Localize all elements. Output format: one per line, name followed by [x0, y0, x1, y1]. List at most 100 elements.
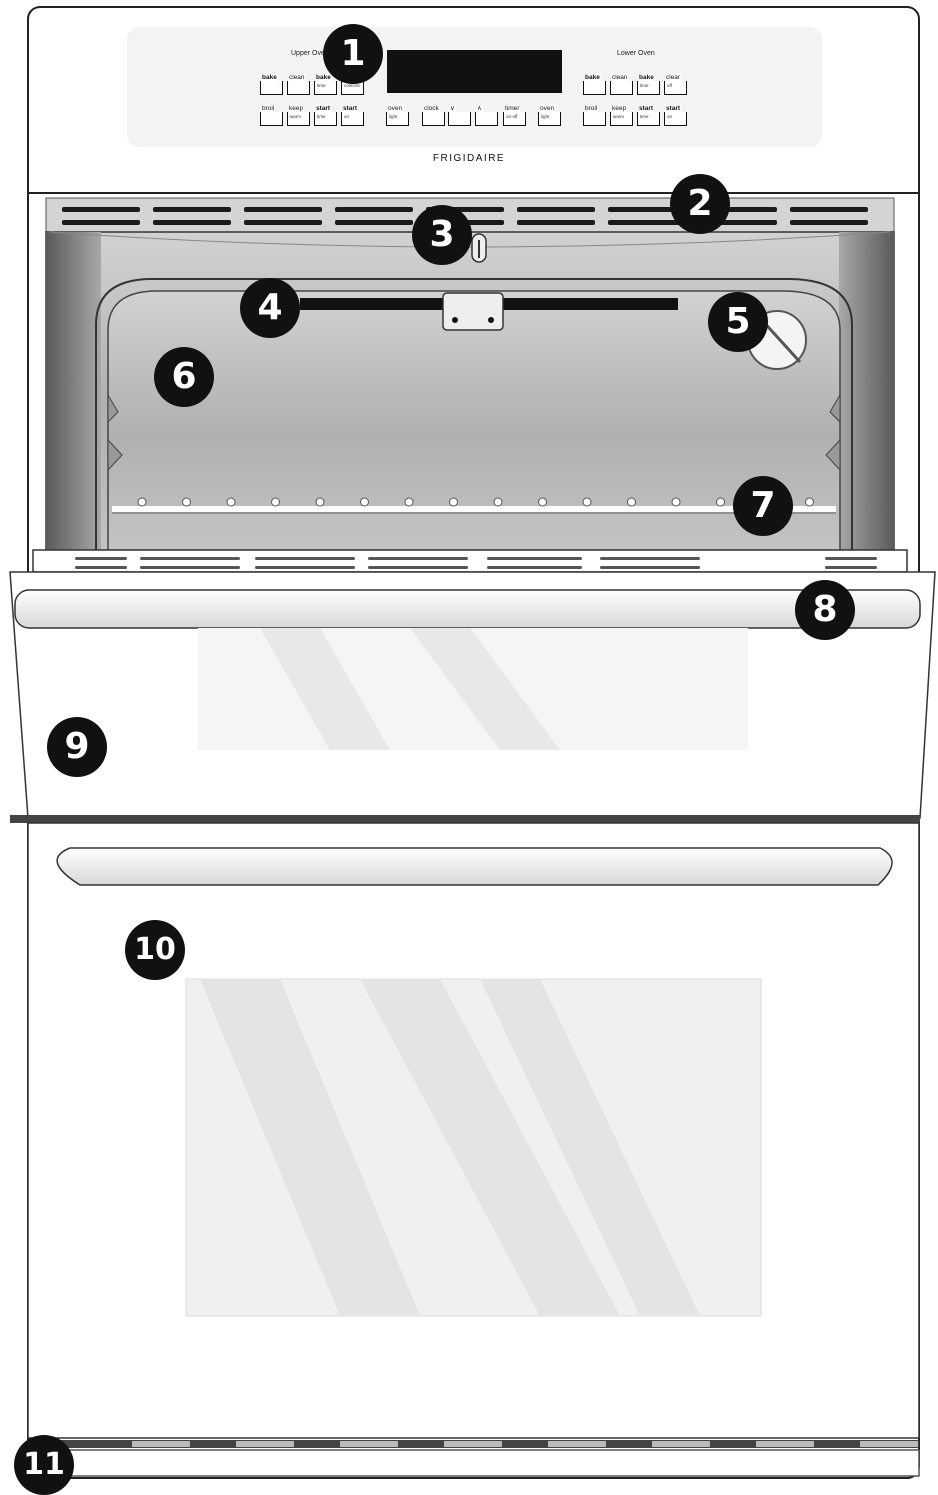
vent-slot: [517, 207, 595, 212]
element-bracket: [443, 293, 503, 330]
vent-slot: [244, 220, 322, 225]
door-vent-slot: [75, 566, 127, 569]
door-vent-slot: [255, 557, 355, 560]
button-label: ∧: [477, 105, 483, 112]
door-vent-slot: [368, 557, 468, 560]
callout-4: 4: [240, 278, 300, 338]
rack-dot: [494, 498, 502, 506]
rack-dot: [316, 498, 324, 506]
callout-7: 7: [733, 476, 793, 536]
button-label: start: [316, 105, 331, 112]
callout-3: 3: [412, 205, 472, 265]
door-vent-slot: [140, 566, 240, 569]
button-sublabel: on-off: [506, 114, 517, 119]
door-vent-slot: [368, 566, 468, 569]
door-vent-slot: [600, 557, 700, 560]
rack-dot: [583, 498, 591, 506]
rack-dot: [806, 498, 814, 506]
door-vent-slot: [140, 557, 240, 560]
callout-11: 11: [14, 1435, 74, 1495]
brand-logo: FRIGIDAIRE: [0, 153, 938, 164]
button-label: clean: [612, 74, 629, 81]
button-label: start: [666, 105, 681, 112]
button-label: bake: [262, 74, 278, 81]
upper-door-handle: [15, 590, 920, 628]
bottom-trim: [28, 1450, 919, 1476]
center-buttons-3[interactable]: ∧: [475, 112, 498, 126]
button-label: clean: [289, 74, 306, 81]
button-sublabel: time: [640, 83, 649, 88]
rack-dot: [628, 498, 636, 506]
button-sublabel: light: [541, 114, 549, 119]
button-label: start: [639, 105, 654, 112]
rack-dot: [539, 498, 547, 506]
lower-buttons-top-0[interactable]: bake: [583, 81, 606, 95]
vent-slot: [517, 220, 595, 225]
rack-dot: [361, 498, 369, 506]
vent-slot: [62, 220, 140, 225]
kick-vent-slot: [444, 1441, 502, 1447]
button-sublabel: time: [317, 114, 326, 119]
button-label: ∨: [450, 105, 456, 112]
callout-8: 8: [795, 580, 855, 640]
door-vent-slot: [825, 557, 877, 560]
kick-vent-slot: [340, 1441, 398, 1447]
rack-dot: [450, 498, 458, 506]
kick-vent-slot: [236, 1441, 294, 1447]
button-label: start: [343, 105, 358, 112]
rack-dot: [717, 498, 725, 506]
button-label: oven: [388, 105, 403, 112]
rack-dot: [227, 498, 235, 506]
button-label: clock: [424, 105, 440, 112]
button-label: broil: [262, 105, 275, 112]
upper-buttons-bottom-0[interactable]: broil: [260, 112, 283, 126]
display-window: [387, 50, 562, 93]
vent-slot: [335, 220, 413, 225]
button-label: bake: [316, 74, 332, 81]
lower-door-handle: [57, 848, 892, 885]
upper-buttons-top-1[interactable]: clean: [287, 81, 310, 95]
door-vent-slot: [487, 557, 582, 560]
vent-slot: [153, 220, 231, 225]
button-label: keep: [289, 105, 304, 112]
button-sublabel: off: [667, 83, 672, 88]
cavity-left-wall: [46, 232, 101, 552]
upper-buttons-top-0[interactable]: bake: [260, 81, 283, 95]
button-label: clear: [666, 74, 681, 81]
vent-slot: [153, 207, 231, 212]
center-buttons-1[interactable]: clock: [422, 112, 445, 126]
lower-buttons-bottom-0[interactable]: broil: [583, 112, 606, 126]
kick-vent-slot: [652, 1441, 710, 1447]
button-label: timer: [505, 105, 520, 112]
button-sublabel: time: [640, 114, 649, 119]
kick-vent-slot: [860, 1441, 918, 1447]
callout-1: 1: [323, 24, 383, 84]
rack-dot: [138, 498, 146, 506]
lower-buttons-top-1[interactable]: clean: [610, 81, 633, 95]
vent-slot: [62, 207, 140, 212]
vent-slot: [244, 207, 322, 212]
callout-5: 5: [708, 292, 768, 352]
center-buttons-2[interactable]: ∨: [448, 112, 471, 126]
callout-2: 2: [670, 174, 730, 234]
rack-dot: [672, 498, 680, 506]
button-sublabel: warm: [290, 114, 301, 119]
cavity-right-wall: [839, 232, 894, 552]
button-label: bake: [639, 74, 655, 81]
door-vent-slot: [825, 566, 877, 569]
callout-9: 9: [47, 717, 107, 777]
vent-slot: [790, 220, 868, 225]
